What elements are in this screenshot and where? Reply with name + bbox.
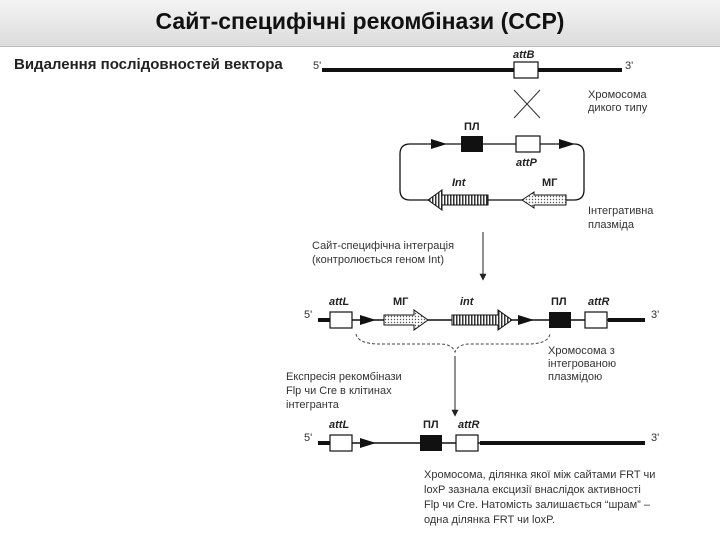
final-caption-line2: loxP зазнала ексцизії внаслідок активнос… [424, 484, 641, 496]
attL-site-final [329, 434, 353, 452]
final-chromosome: 5' 3' attL ПЛ attR Хромосома, ділянка як… [304, 419, 659, 526]
wild-type-chromosome: 5' 3' attB Хромосома дикого типу [313, 49, 648, 114]
mg-gene-arrow-integrated [383, 309, 429, 331]
step1-label-line2: (контролюється геном Int) [312, 254, 444, 266]
pl-promoter-integrated [549, 312, 571, 328]
attL-label-final: attL [329, 419, 349, 431]
integrative-plasmid: ПЛ attP Int МГ Інтегративна плазміда [399, 121, 654, 231]
int-label: Int [452, 177, 467, 189]
crossover-mark [513, 89, 541, 119]
attR-site-final [455, 434, 479, 452]
mg-gene-arrow [521, 191, 567, 209]
attR-label-final: attR [458, 419, 479, 431]
step2-label-line2: Flp чи Cre в клітинах [286, 385, 392, 397]
title-bar: Сайт-специфічні рекомбінази (ССР) [0, 0, 720, 47]
attB-site [513, 61, 539, 79]
attP-label: attP [516, 157, 537, 169]
mg-label: МГ [542, 177, 558, 189]
end-5-label-integrated: 5' [304, 309, 312, 321]
side-heading: Видалення послідовностей вектора [14, 56, 283, 73]
plasmid-label-line1: Інтегративна [588, 205, 654, 217]
attL-label: attL [329, 296, 349, 308]
attP-site [515, 135, 541, 153]
end-3-label-final: 3' [651, 432, 659, 444]
excision-step: Експресія рекомбінази Flp чи Cre в кліти… [286, 356, 459, 417]
wild-type-label-line2: дикого типу [588, 102, 648, 114]
attB-label: attB [513, 49, 534, 61]
integrated-label-line3: плазмідою [548, 371, 602, 383]
pl-promoter [461, 136, 483, 152]
end-5-label-final: 5' [304, 432, 312, 444]
integration-step: Сайт-специфічна інтеграція (контролюєтьс… [312, 232, 487, 281]
page-title: Сайт-специфічні рекомбінази (ССР) [155, 8, 565, 34]
end-3-label: 3' [625, 60, 633, 72]
attR-site [584, 311, 608, 329]
end-3-label-integrated: 3' [651, 309, 659, 321]
pl-label-integrated: ПЛ [551, 296, 567, 308]
integrated-chromosome: 5' 3' attL МГ int ПЛ attR Хромосома з ін… [304, 296, 659, 383]
attL-site [329, 311, 353, 329]
final-caption-line4: одна ділянка FRT чи loxP. [424, 514, 555, 526]
pl-label: ПЛ [464, 121, 480, 133]
step2-label-line1: Експресія рекомбінази [286, 371, 402, 383]
final-caption-line1: Хромосома, ділянка якої між сайтами FRT … [424, 469, 655, 481]
mg-label-integrated: МГ [393, 296, 409, 308]
int-gene-arrow-integrated [451, 309, 513, 331]
plasmid-label-line2: плазміда [588, 219, 635, 231]
wild-type-label-line1: Хромосома [588, 89, 648, 101]
attR-label: attR [588, 296, 609, 308]
integrated-label-line2: інтегрованою [548, 358, 616, 370]
step2-label-line3: інтегранта [286, 399, 340, 411]
pl-label-final: ПЛ [423, 419, 439, 431]
excision-brace [355, 333, 551, 354]
end-5-label: 5' [313, 60, 321, 72]
final-caption-line3: Flp чи Cre. Натомість залишається “шрам”… [424, 499, 651, 511]
int-gene-arrow [427, 189, 489, 211]
pl-promoter-final [420, 435, 442, 451]
int-label-integrated: int [460, 296, 475, 308]
integrated-label-line1: Хромосома з [548, 345, 615, 357]
step1-label-line1: Сайт-специфічна інтеграція [312, 240, 454, 252]
